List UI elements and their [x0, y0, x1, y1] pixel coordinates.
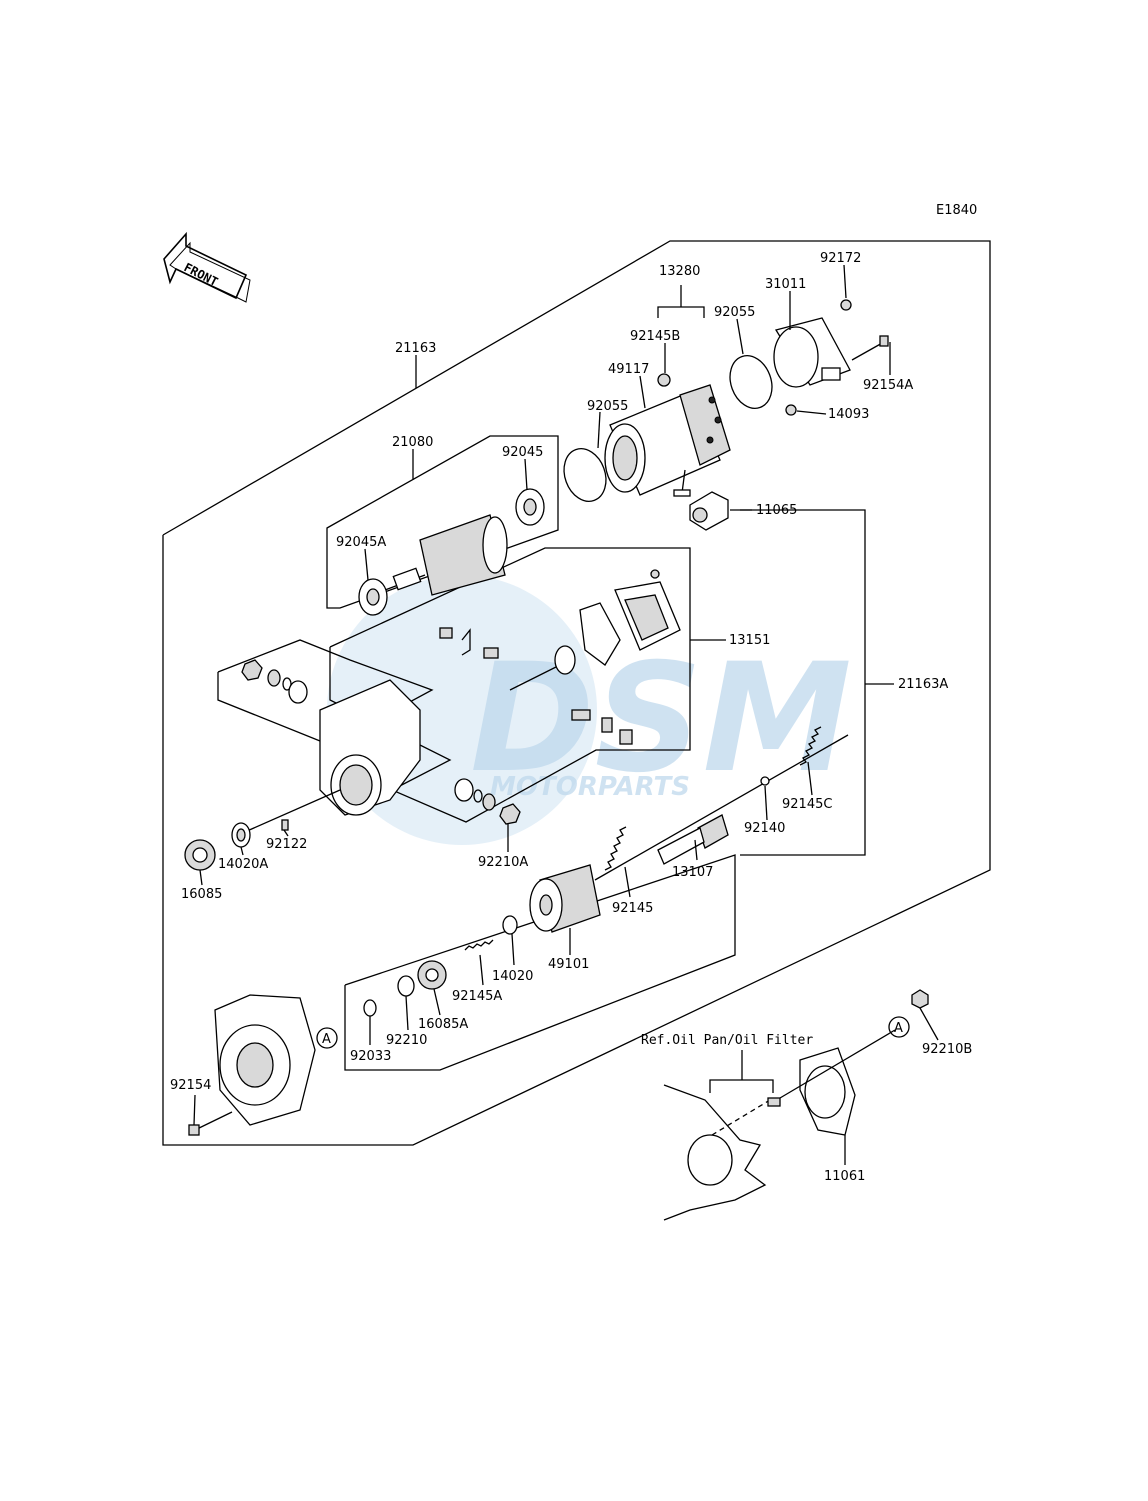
- stud-dash: [711, 1099, 771, 1136]
- part-labels: 21163 21080 92045 92045A 13280 92145B 49…: [170, 251, 972, 1184]
- terminal-11065: [689, 491, 729, 531]
- bracket-21163A: [740, 509, 866, 856]
- spring-92145C: [799, 726, 822, 766]
- yoke-49117: [604, 384, 731, 497]
- bearing-92045: [515, 488, 545, 526]
- label-92145C: 92145C: [782, 797, 832, 812]
- label-92045: 92045: [502, 445, 543, 460]
- label-13280: 13280: [659, 264, 700, 279]
- gasket-11061: [799, 1047, 856, 1136]
- stud-line: [779, 1029, 896, 1099]
- pin-92122: [281, 819, 289, 831]
- spring-92145A: [464, 939, 494, 951]
- screw-92172: [840, 299, 852, 311]
- washer-92210: [397, 975, 415, 997]
- label-92145A: 92145A: [452, 989, 502, 1004]
- circlip-92033: [363, 999, 377, 1017]
- clutch-49101: [529, 864, 601, 933]
- gear-16085A: [417, 960, 447, 990]
- front-arrow-icon: FRONT: [163, 231, 251, 303]
- gear-16085: [184, 839, 216, 871]
- label-13151: 13151: [729, 633, 770, 648]
- subassembly-box-lower-kit: [344, 854, 736, 1071]
- watermark-brand: DSM: [470, 632, 852, 806]
- label-11065: 11065: [756, 503, 797, 518]
- brush-plate-13151: [439, 569, 681, 745]
- ball-92140: [760, 776, 770, 786]
- nut-set-upper: [241, 659, 308, 704]
- label-92033: 92033: [350, 1049, 391, 1064]
- label-11061: 11061: [824, 1169, 865, 1184]
- label-92045A: 92045A: [336, 535, 386, 550]
- label-92055-lower: 92055: [587, 399, 628, 414]
- diagram-code: E1840: [936, 203, 977, 218]
- label-21080: 21080: [392, 435, 433, 450]
- armature-21080: [384, 514, 508, 596]
- label-92172: 92172: [820, 251, 861, 266]
- bracket-13280: [657, 306, 705, 318]
- rear-housing: [319, 679, 421, 816]
- oil-pan-hole: [687, 1134, 733, 1186]
- leader-lines: [193, 264, 939, 1165]
- shaft-13107: [657, 814, 729, 865]
- callout-circle-left: [316, 1027, 338, 1049]
- label-92154: 92154: [170, 1078, 211, 1093]
- callout-circle-right: [888, 1016, 910, 1038]
- o-ring-92055-lower: [563, 448, 607, 502]
- label-16085A: 16085A: [418, 1017, 468, 1032]
- label-14020A: 14020A: [218, 857, 268, 872]
- label-14093: 14093: [828, 407, 869, 422]
- bushing-14020A: [231, 822, 251, 848]
- label-21163: 21163: [395, 341, 436, 356]
- washer-92145B: [657, 373, 671, 387]
- bolt-92154: [188, 1111, 233, 1136]
- spring-92145: [604, 826, 627, 871]
- label-92145: 92145: [612, 901, 653, 916]
- subassembly-box-21080: [326, 435, 559, 609]
- callout-letter-right: A: [894, 1021, 903, 1036]
- stud: [767, 1097, 781, 1107]
- label-21163A: 21163A: [898, 677, 948, 692]
- oil-pan-outline: [663, 1084, 767, 1221]
- label-14020: 14020: [492, 969, 533, 984]
- label-92140: 92140: [744, 821, 785, 836]
- label-13107: 13107: [672, 865, 713, 880]
- label-92122: 92122: [266, 837, 307, 852]
- bracket-ref: [709, 1079, 774, 1093]
- bearing-92045A: [358, 578, 388, 616]
- washer-14093: [785, 404, 797, 416]
- leader-92122: [237, 789, 341, 836]
- label-16085: 16085: [181, 887, 222, 902]
- callout-letter-left: A: [322, 1032, 331, 1047]
- bolt-92154A: [851, 335, 889, 361]
- ref-note: Ref.Oil Pan/Oil Filter: [641, 1033, 813, 1048]
- label-92154A: 92154A: [863, 378, 913, 393]
- label-31011: 31011: [765, 277, 806, 292]
- label-92210B: 92210B: [922, 1042, 972, 1057]
- label-92210: 92210: [386, 1033, 427, 1048]
- bushing-14020: [502, 915, 518, 935]
- nut-92210B: [911, 989, 929, 1009]
- front-cover: [214, 994, 316, 1126]
- nut-set-lower: [454, 778, 521, 825]
- label-92210A: 92210A: [478, 855, 528, 870]
- nut-group-box: [217, 639, 434, 746]
- label-92145B: 92145B: [630, 329, 680, 344]
- o-ring-92055-upper: [729, 355, 773, 409]
- watermark-sub: MOTORPARTS: [490, 772, 690, 802]
- axis-line: [594, 734, 849, 881]
- label-92055-upper: 92055: [714, 305, 755, 320]
- yoke-cover-31011: [773, 317, 851, 388]
- label-49117: 49117: [608, 362, 649, 377]
- label-49101: 49101: [548, 957, 589, 972]
- assembly-outline-21163: [162, 240, 991, 1146]
